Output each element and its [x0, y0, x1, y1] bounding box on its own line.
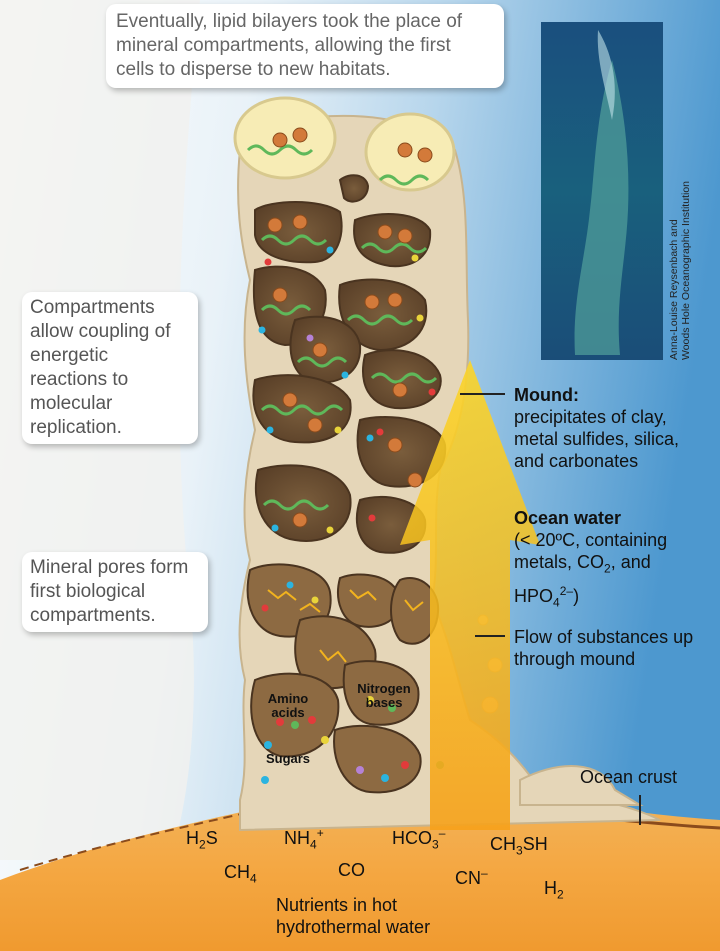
- chem-ch3sh: CH3SH: [490, 834, 548, 858]
- molecule-dot: [321, 736, 329, 744]
- enzyme: [273, 133, 287, 147]
- chem-co: CO: [338, 860, 365, 881]
- flow-label: Flow of substances up through mound: [514, 626, 714, 670]
- enzyme: [293, 513, 307, 527]
- molecule-dot: [377, 429, 384, 436]
- enzyme: [273, 288, 287, 302]
- ocean-water-label: Ocean water (< 20ºC, containing metals, …: [514, 507, 714, 613]
- ocean-crust-text: Ocean crust: [580, 767, 677, 787]
- molecule-dot: [327, 527, 334, 534]
- enzyme: [388, 438, 402, 452]
- enzyme: [378, 225, 392, 239]
- enzyme: [313, 343, 327, 357]
- photo-credit-line2: Woods Hole Oceanographic Institution: [680, 181, 692, 360]
- molecule-dot: [264, 741, 272, 749]
- lipid-bilayer-callout: Eventually, lipid bilayers took the plac…: [106, 4, 504, 88]
- molecule-dot: [261, 776, 269, 784]
- ocean-water-desc-b: , and: [611, 552, 651, 572]
- enzyme: [283, 393, 297, 407]
- enzyme: [293, 215, 307, 229]
- nutrients-label: Nutrients in hot hydrothermal water: [276, 894, 476, 938]
- chem-nh4: NH4+: [284, 826, 324, 852]
- molecule-dot: [259, 327, 266, 334]
- enzyme: [293, 128, 307, 142]
- molecule-dot: [369, 515, 376, 522]
- enzyme: [398, 229, 412, 243]
- flow-text: Flow of substances up through mound: [514, 627, 693, 669]
- molecule-dot: [272, 525, 279, 532]
- enzyme: [365, 295, 379, 309]
- pore: [255, 202, 342, 262]
- mound-description: precipitates of clay, metal sulfides, si…: [514, 407, 679, 471]
- mineral-pores-text: Mineral pores form first biological comp…: [30, 557, 188, 626]
- ocean-crust-label: Ocean crust: [580, 766, 700, 788]
- molecule-dot: [267, 427, 274, 434]
- molecule-dot: [262, 605, 269, 612]
- chem-h2s: H2S: [186, 828, 218, 852]
- enzyme: [268, 218, 282, 232]
- ocean-water-desc-c: HPO: [514, 586, 553, 606]
- mound-label: Mound: precipitates of clay, metal sulfi…: [514, 384, 714, 472]
- sugars-label: Sugars: [260, 752, 316, 766]
- molecule-dot: [342, 372, 349, 379]
- chem-h2: H2: [544, 878, 564, 902]
- molecule-dot: [312, 597, 319, 604]
- molecule-dot: [412, 255, 419, 262]
- enzyme: [308, 418, 322, 432]
- chem-cn: CN–: [455, 866, 488, 889]
- photo-credit-line1: Anna-Louise Reysenbach and: [668, 181, 680, 360]
- chem-hco3: HCO3–: [392, 826, 445, 852]
- enzyme: [393, 383, 407, 397]
- enzyme: [418, 148, 432, 162]
- nitrogen-bases-label: Nitrogen bases: [352, 682, 416, 710]
- lipid-bilayer-text: Eventually, lipid bilayers took the plac…: [116, 11, 462, 80]
- molecule-dot: [401, 761, 409, 769]
- mineral-pores-callout: Mineral pores form first biological comp…: [22, 552, 208, 632]
- molecule-dot: [417, 315, 424, 322]
- enzyme: [408, 473, 422, 487]
- amino-acids-label: Amino acids: [262, 692, 314, 720]
- molecule-dot: [429, 389, 436, 396]
- photo-credit: Anna-Louise Reysenbach and Woods Hole Oc…: [668, 181, 692, 360]
- molecule-dot: [381, 774, 389, 782]
- molecule-dot: [367, 435, 374, 442]
- molecule-dot: [265, 259, 272, 266]
- molecule-dot: [356, 766, 364, 774]
- nutrients-text: Nutrients in hot hydrothermal water: [276, 895, 430, 937]
- chem-ch4: CH4: [224, 862, 257, 886]
- molecule-dot: [335, 427, 342, 434]
- enzyme: [388, 293, 402, 307]
- molecule-dot: [327, 247, 334, 254]
- pore: [340, 175, 368, 201]
- compartments-text: Compartments allow coupling of energetic…: [30, 297, 170, 438]
- compartments-callout: Compartments allow coupling of energetic…: [22, 292, 198, 444]
- enzyme: [398, 143, 412, 157]
- ocean-water-title: Ocean water: [514, 508, 621, 528]
- molecule-dot: [291, 721, 299, 729]
- molecule-dot: [287, 582, 294, 589]
- molecule-dot: [307, 335, 314, 342]
- mound-title: Mound:: [514, 385, 579, 405]
